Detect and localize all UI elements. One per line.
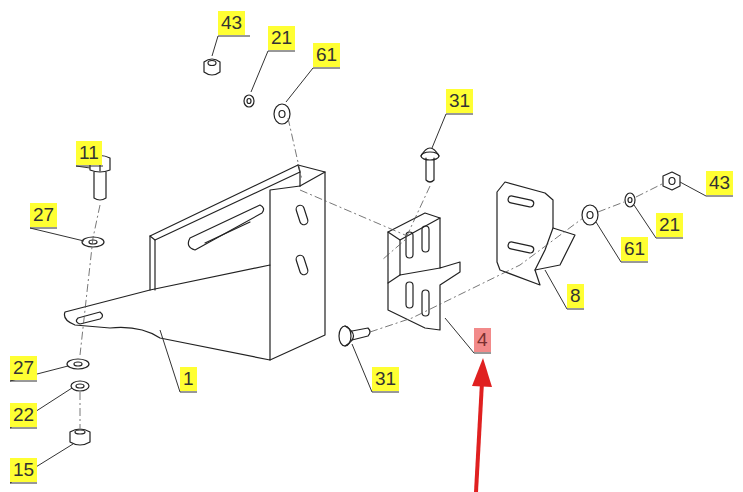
callout-number: 21: [268, 26, 295, 50]
callout-number: 61: [313, 43, 340, 67]
callout-number: 31: [372, 367, 399, 391]
lock-washer: [71, 381, 89, 391]
callout-number: 43: [706, 171, 733, 195]
leader-line: [10, 36, 733, 483]
callout-number: 27: [10, 356, 37, 380]
carriage-bolt: [421, 148, 439, 182]
washer: [274, 104, 290, 124]
hex-nut: [70, 429, 90, 445]
callout-number: 21: [656, 213, 683, 237]
washer: [67, 359, 89, 369]
callout-number: 31: [446, 89, 473, 113]
angle-plate: [388, 213, 460, 330]
lock-washer: [625, 193, 635, 207]
carriage-bolt: [339, 326, 370, 346]
callout-number: 27: [30, 203, 57, 227]
washer: [582, 205, 598, 225]
highlight-arrow: [472, 358, 492, 492]
callout-number: 43: [218, 11, 245, 35]
lock-washer: [244, 95, 254, 107]
callout-number: 4: [474, 328, 491, 352]
clamp-plate: [497, 182, 575, 285]
hex-nut: [204, 59, 220, 75]
center-line: [80, 118, 662, 428]
callout-number: 22: [10, 403, 37, 427]
hex-nut: [663, 172, 680, 190]
callout-number: 11: [76, 141, 102, 165]
mounting-bracket: [64, 165, 325, 360]
callout-number: 1: [180, 367, 197, 391]
callout-number: 15: [10, 458, 37, 482]
callout-number: 61: [621, 237, 648, 261]
callout-number: 8: [567, 284, 584, 308]
